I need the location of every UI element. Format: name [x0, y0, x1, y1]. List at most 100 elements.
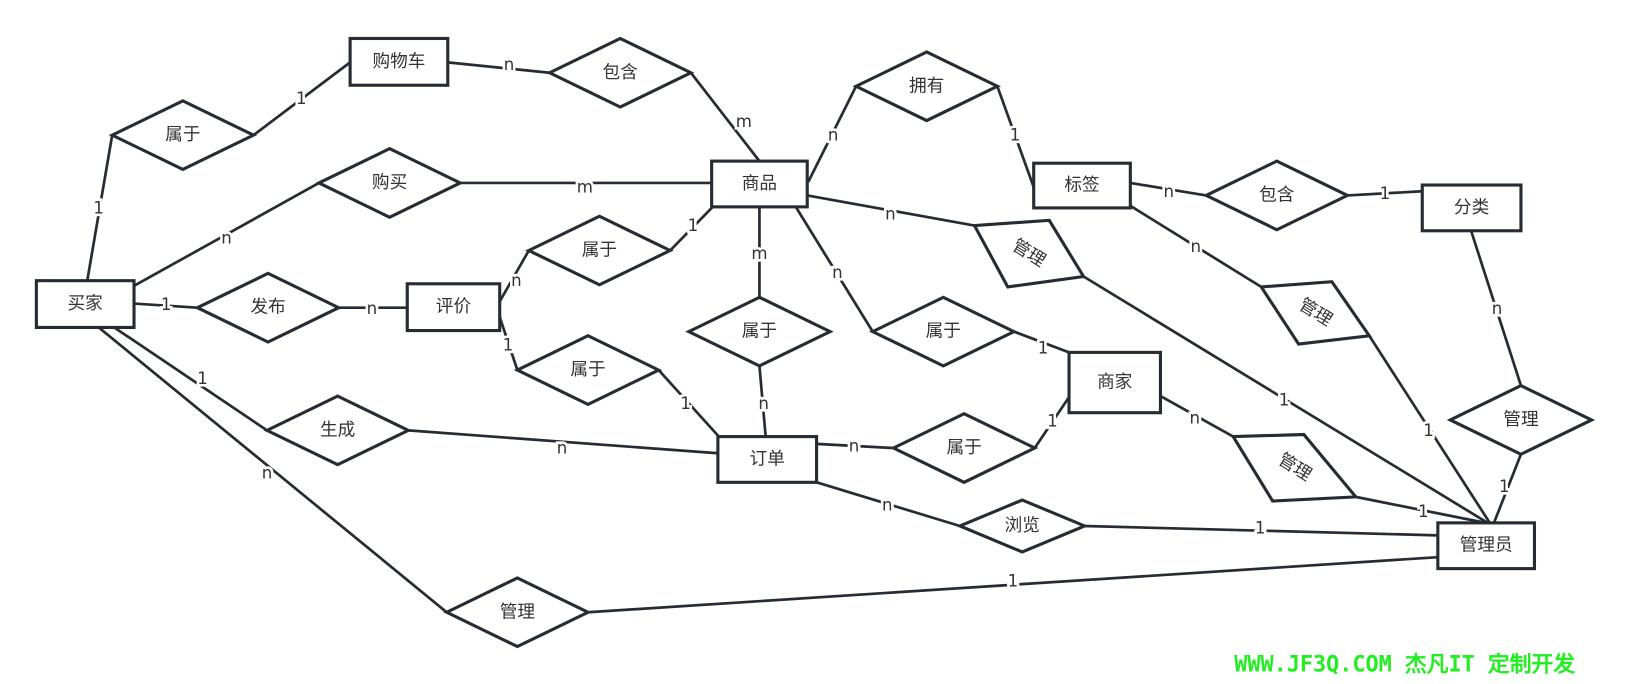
connector-line: [1347, 189, 1423, 197]
entity-rect: [348, 36, 450, 87]
footer-watermark-text: WWW.JF3Q.COM 杰凡IT 定制开发: [1234, 652, 1575, 678]
connector-line: [758, 365, 768, 437]
relationship-label: 管理: [500, 601, 536, 622]
relationship-shape[interactable]: 属于: [525, 214, 674, 287]
relationship-diamond: [513, 334, 663, 407]
relationship-shape[interactable]: 生成: [263, 394, 412, 467]
connector-line: [133, 181, 320, 288]
relationship-shape[interactable]: 包含: [1202, 159, 1352, 232]
entity-box[interactable]: 商家: [1067, 350, 1163, 415]
entity-label: 评价: [436, 296, 472, 317]
relationship-shape[interactable]: 属于: [869, 295, 1018, 368]
relationship-parallelogram: [1258, 280, 1373, 346]
entity-rect: [405, 282, 502, 333]
cardinality-label: 1: [1380, 184, 1391, 203]
relationship-shape[interactable]: 管理: [1446, 383, 1596, 457]
connector-line: [689, 71, 761, 162]
relationship-label: 属于: [926, 322, 961, 342]
relationship-parallelogram: [1230, 432, 1359, 503]
connector-line: [1159, 394, 1234, 438]
relationship-shape[interactable]: 属于: [889, 411, 1039, 485]
connector-line: [1013, 330, 1070, 354]
entity-label: 分类: [1454, 197, 1489, 218]
edges-layer: [85, 61, 1523, 614]
entity-box[interactable]: 评价: [405, 282, 502, 333]
nodes-layer: 购物车商品买家评价标签分类商家订单管理员属于包含购买发布属于属于生成管理属于拥有…: [34, 36, 1596, 649]
relationship-label: 购买: [372, 172, 407, 193]
entity-label: 买家: [68, 293, 104, 314]
cardinality-label: 1: [1255, 519, 1266, 538]
connector-line: [1084, 524, 1438, 537]
relationship-shape[interactable]: 管理: [443, 576, 592, 649]
cardinality-label: n: [1164, 182, 1175, 201]
connector-line: [133, 302, 198, 310]
entity-rect: [1436, 521, 1537, 571]
relationship-shape[interactable]: 浏览: [955, 498, 1089, 554]
connector-line: [816, 481, 961, 528]
connector-line: [816, 442, 894, 450]
connector-line: [1130, 181, 1207, 197]
relationship-shape[interactable]: 管理: [1258, 280, 1373, 346]
relationship-diamond: [869, 295, 1018, 368]
entity-box[interactable]: 分类: [1420, 183, 1523, 233]
cardinality-label: 1: [1038, 339, 1049, 358]
relationship-shape[interactable]: 发布: [193, 271, 343, 344]
entity-box[interactable]: 订单: [716, 435, 819, 484]
entity-rect: [34, 279, 136, 330]
entity-label: 购物车: [372, 51, 425, 72]
relationship-diamond: [443, 576, 592, 649]
cardinality-label: n: [882, 496, 893, 515]
relationship-shape[interactable]: 管理: [971, 218, 1087, 289]
connector-line: [1355, 495, 1486, 525]
relationship-label: 属于: [570, 360, 605, 380]
connector-line: [1469, 230, 1523, 387]
relationship-shape[interactable]: 属于: [513, 334, 663, 407]
entity-label: 商品: [742, 173, 777, 194]
connector-line: [252, 61, 351, 137]
relationship-shape[interactable]: 属于: [108, 99, 258, 172]
entity-box[interactable]: 管理员: [1436, 521, 1537, 571]
relationship-label: 管理: [1503, 409, 1539, 430]
cardinality-label: 1: [93, 198, 104, 217]
cardinality-label: n: [221, 229, 232, 248]
connector-line: [1129, 204, 1262, 289]
entity-box[interactable]: 买家: [34, 279, 136, 330]
cardinality-label: n: [849, 436, 860, 455]
cardinality-label: 1: [1499, 477, 1510, 496]
cardinality-label: m: [736, 112, 752, 131]
cardinality-label: 1: [1279, 391, 1290, 410]
entity-rect: [1067, 350, 1163, 415]
relationship-label: 属于: [742, 322, 777, 342]
cardinality-label: n: [504, 55, 515, 74]
relationship-label: 属于: [582, 241, 617, 261]
cardinality-label: n: [511, 271, 522, 290]
cardinality-label: 1: [161, 295, 172, 314]
relationship-shape[interactable]: 管理: [1230, 432, 1359, 503]
relationship-shape[interactable]: 购买: [315, 146, 464, 219]
relationship-label: 包含: [1259, 184, 1295, 205]
cardinality-label: 1: [503, 336, 514, 355]
relationship-diamond: [852, 50, 1001, 123]
cardinality-label: 1: [1008, 572, 1019, 591]
relationship-shape[interactable]: 属于: [685, 295, 834, 368]
relationship-diamond: [955, 498, 1089, 554]
connector-line: [498, 249, 530, 303]
relationship-diamond: [193, 271, 343, 344]
connector-line: [794, 206, 874, 333]
entity-label: 订单: [750, 448, 785, 469]
cardinality-label: 1: [1047, 412, 1058, 431]
entity-box[interactable]: 标签: [1032, 161, 1132, 210]
entity-box[interactable]: 购物车: [348, 36, 450, 87]
relationship-diamond: [108, 99, 258, 172]
relationship-shape[interactable]: 包含: [546, 36, 695, 109]
connector-line: [1033, 393, 1073, 449]
entity-rect: [1420, 183, 1523, 233]
entity-box[interactable]: 商品: [710, 159, 809, 209]
connector-line: [113, 326, 268, 432]
relationship-label: 拥有: [909, 75, 944, 96]
relationship-shape[interactable]: 拥有: [852, 50, 1001, 123]
relationship-diamond: [1446, 383, 1596, 457]
connector-line: [996, 85, 1035, 188]
